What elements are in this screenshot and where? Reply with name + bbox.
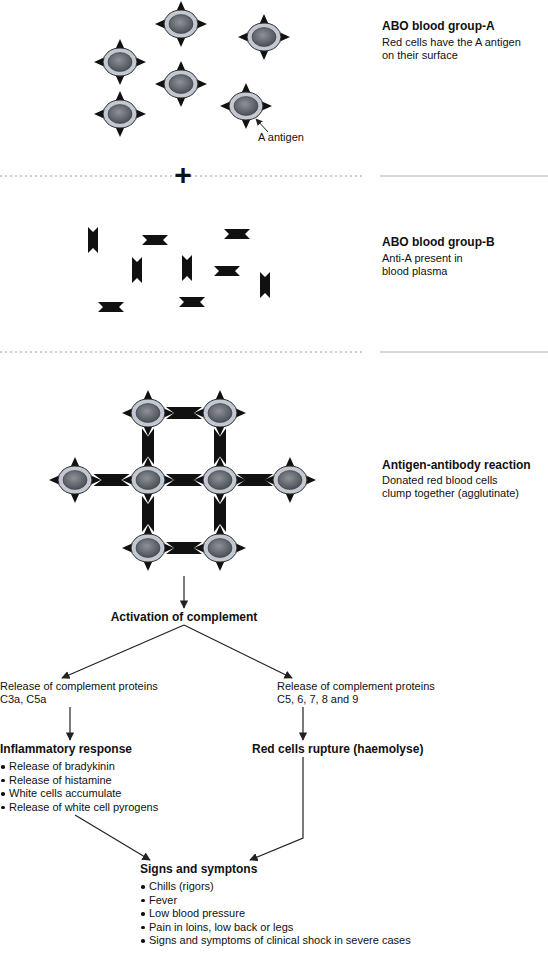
bullet-text: White cells accumulate xyxy=(9,787,122,799)
red-cell xyxy=(122,457,174,503)
antibody xyxy=(88,227,98,253)
red-cell xyxy=(49,457,101,503)
process-step: Release of complement proteins C3a, C5a xyxy=(0,680,175,706)
text-column: Antigen-antibody reactionDonated red blo… xyxy=(382,458,548,500)
red-cell xyxy=(238,14,290,60)
bullet-item: Signs and symptoms of clinical shock in … xyxy=(140,934,480,948)
step-heading: Red cells rupture (haemolyse) xyxy=(252,742,452,756)
divider-line xyxy=(380,176,548,177)
step-text: Release of complement proteins C3a, C5a xyxy=(0,680,175,706)
red-cell xyxy=(155,1,207,47)
bullet-text: Pain in loins, low back or legs xyxy=(149,921,293,933)
group-heading: ABO blood group-A xyxy=(382,19,542,33)
step-text: Donated red blood cells clump together (… xyxy=(382,474,524,500)
bullet-text: Low blood pressure xyxy=(149,907,245,919)
red-cell xyxy=(94,39,146,85)
process-step: Release of complement proteins C5, 6, 7,… xyxy=(277,680,452,706)
bullet-item: Low blood pressure xyxy=(140,907,480,921)
red-cell xyxy=(194,525,246,571)
bullet-dot xyxy=(141,912,145,916)
process-step: Inflammatory responseRelease of bradykin… xyxy=(0,742,230,814)
flow-arrow xyxy=(302,707,303,740)
red-cell xyxy=(122,390,174,436)
step-heading: Inflammatory response xyxy=(0,742,230,756)
antibody xyxy=(179,297,205,307)
step-heading: Antigen-antibody reaction xyxy=(382,458,548,472)
bullet-text: Chills (rigors) xyxy=(149,880,214,892)
flow-arrow xyxy=(184,625,292,678)
plus-sign: + xyxy=(173,160,193,190)
red-cell xyxy=(194,390,246,436)
process-step: Red cells rupture (haemolyse) xyxy=(252,742,452,756)
bullet-text: Release of histamine xyxy=(9,774,112,786)
bullet-dot xyxy=(1,792,5,796)
divider-line xyxy=(380,352,548,353)
bullet-item: White cells accumulate xyxy=(0,787,230,801)
bullet-dot xyxy=(141,885,145,889)
bullet-dot xyxy=(141,939,145,943)
bullet-dot xyxy=(1,779,5,783)
part-label: A antigen xyxy=(258,131,338,144)
leader-arrow xyxy=(256,119,268,132)
red-cell xyxy=(94,91,146,137)
process-step: Signs and symptonsChills (rigors) FeverLo… xyxy=(140,862,480,948)
group-heading: ABO blood group-B xyxy=(382,235,542,249)
red-cell xyxy=(194,457,246,503)
antibody xyxy=(214,266,240,276)
red-cell xyxy=(220,83,272,129)
antibody xyxy=(98,302,124,312)
bullet-text: Release of bradykinin xyxy=(9,760,115,772)
bullet-text: Signs and symptoms of clinical shock in … xyxy=(149,934,411,946)
flow-arrow xyxy=(183,576,184,608)
bullet-item: Chills (rigors) xyxy=(140,880,480,894)
bullet-item: Release of white cell pyrogens xyxy=(0,801,230,815)
group-note: Red cells have the A antigen on their su… xyxy=(382,36,530,62)
bullet-item: Pain in loins, low back or legs xyxy=(140,921,480,935)
bullet-dot xyxy=(1,765,5,769)
red-cell xyxy=(155,61,207,107)
antibody xyxy=(224,229,250,239)
bullet-dot xyxy=(1,806,5,810)
antibody xyxy=(132,257,142,283)
antibody xyxy=(142,235,168,245)
bullet-item: Release of bradykinin xyxy=(0,760,230,774)
bullet-dot xyxy=(141,926,145,930)
reaction-panel: Antigen-antibody reactionDonated red blo… xyxy=(0,388,548,575)
flow-arrow xyxy=(69,707,70,740)
flow-arrow xyxy=(75,815,150,860)
antibody xyxy=(260,272,270,298)
divider-dashed xyxy=(0,352,362,353)
bullet-text: Fever xyxy=(149,894,177,906)
process-step: Activation of complement xyxy=(96,610,272,624)
antibody xyxy=(182,255,192,281)
bullet-dot xyxy=(141,899,145,903)
bullet-item: Fever xyxy=(140,894,480,908)
flow-arrow xyxy=(250,757,303,860)
bullet-item: Release of histamine xyxy=(0,774,230,788)
step-heading: Activation of complement xyxy=(96,610,272,624)
bullet-text: Release of white cell pyrogens xyxy=(9,801,158,813)
red-cell xyxy=(264,457,316,503)
flow-arrow xyxy=(62,625,184,678)
step-heading: Signs and symptons xyxy=(140,862,480,876)
red-cell xyxy=(122,525,174,571)
step-text: Release of complement proteins C5, 6, 7,… xyxy=(277,680,452,706)
group-note: Anti-A present in blood plasma xyxy=(382,252,482,278)
